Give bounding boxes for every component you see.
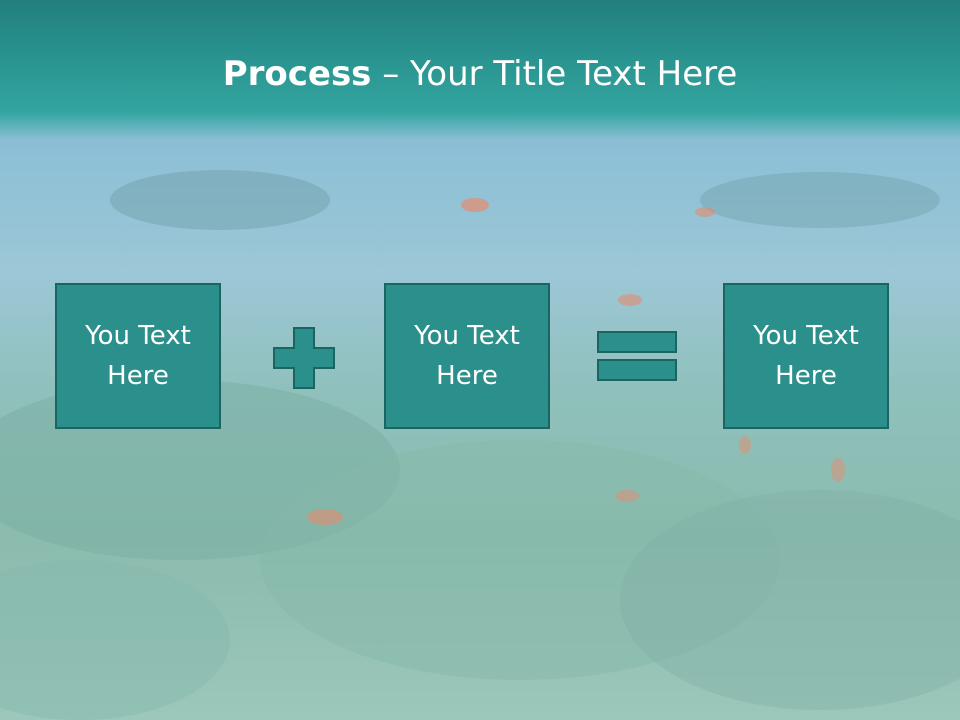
title-bold-text: Process	[222, 54, 372, 94]
title-band	[0, 0, 960, 140]
title-rest-text: – Your Title Text Here	[371, 54, 738, 94]
plus-icon	[273, 327, 335, 389]
process-box-1[interactable]: You Text Here	[55, 283, 221, 429]
equals-icon	[597, 331, 677, 381]
process-box-2-text: You Text Here	[414, 321, 520, 391]
process-box-1-text: You Text Here	[85, 321, 191, 391]
process-box-3-text: You Text Here	[753, 321, 859, 391]
process-box-3[interactable]: You Text Here	[723, 283, 889, 429]
slide-title: Process – Your Title Text Here	[0, 52, 960, 96]
process-box-2[interactable]: You Text Here	[384, 283, 550, 429]
